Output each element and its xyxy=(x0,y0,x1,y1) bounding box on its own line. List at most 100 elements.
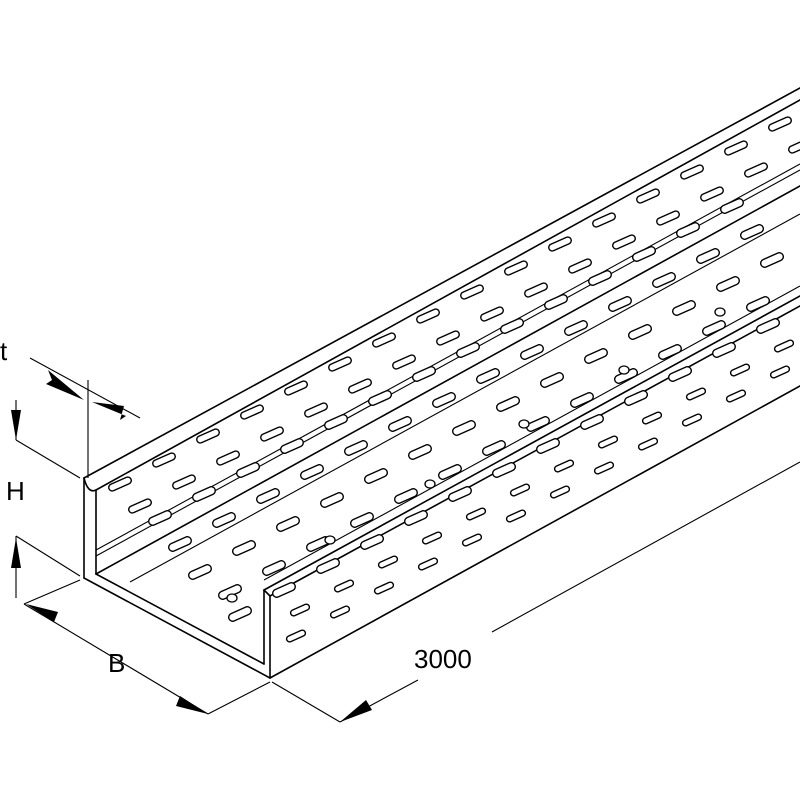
slot xyxy=(509,483,531,497)
dimension-length: 3000 xyxy=(271,461,800,723)
slot xyxy=(525,416,551,432)
slot xyxy=(373,581,395,595)
slot xyxy=(393,488,419,504)
slot xyxy=(285,629,307,643)
slot xyxy=(568,258,592,274)
slot xyxy=(636,188,660,204)
slot xyxy=(739,224,765,240)
slot xyxy=(284,380,308,396)
slot xyxy=(328,356,352,372)
slot xyxy=(695,248,721,264)
round-hole xyxy=(324,535,336,545)
arrow-h-top xyxy=(11,410,21,440)
floor-slots xyxy=(147,198,785,622)
slot xyxy=(593,461,615,475)
round-hole xyxy=(714,307,726,317)
slot xyxy=(411,366,437,382)
slot xyxy=(315,558,341,574)
slot xyxy=(275,516,301,532)
left-wall-slots xyxy=(108,116,800,514)
slot xyxy=(549,485,571,499)
slot xyxy=(519,344,545,360)
slot xyxy=(505,509,527,523)
arrow-b-left xyxy=(26,604,58,622)
slot xyxy=(759,252,785,268)
slot xyxy=(744,162,768,178)
slot xyxy=(211,512,237,528)
round-hole xyxy=(618,365,630,375)
slot xyxy=(348,378,372,394)
slot xyxy=(108,476,132,492)
slot xyxy=(725,389,747,403)
slot xyxy=(447,486,473,502)
slot xyxy=(392,354,416,370)
slot xyxy=(641,411,663,425)
slot xyxy=(700,186,724,202)
thickness-label: t xyxy=(0,336,8,366)
round-hole xyxy=(424,479,436,489)
slot xyxy=(548,236,572,252)
slot xyxy=(167,536,193,552)
slot xyxy=(680,164,704,180)
slot xyxy=(504,260,528,276)
slot xyxy=(681,413,703,427)
slot xyxy=(773,339,795,353)
slot xyxy=(216,450,240,466)
slot xyxy=(667,366,693,382)
round-hole xyxy=(518,419,530,429)
slot xyxy=(377,555,399,569)
slot xyxy=(343,440,369,456)
slot xyxy=(769,365,791,379)
slot xyxy=(623,390,649,406)
slot xyxy=(701,320,727,336)
tray-outline xyxy=(83,87,800,679)
round-hole xyxy=(226,593,238,603)
slot xyxy=(196,428,220,444)
arrow-h-bottom xyxy=(11,538,21,568)
slot xyxy=(261,560,287,576)
slot xyxy=(235,462,261,478)
slot xyxy=(187,564,213,580)
slot xyxy=(431,392,457,408)
slot xyxy=(535,438,561,454)
slot xyxy=(329,605,351,619)
slot xyxy=(724,140,748,156)
slot xyxy=(349,512,375,528)
slot xyxy=(387,416,413,432)
slot xyxy=(656,210,680,226)
slot xyxy=(583,348,609,364)
slot xyxy=(671,300,697,316)
slot xyxy=(191,486,217,502)
slot xyxy=(475,368,501,384)
slot xyxy=(631,246,657,262)
slot xyxy=(715,276,741,292)
slot xyxy=(407,444,433,460)
dimension-h: H xyxy=(6,400,81,598)
slot xyxy=(152,452,176,468)
slot xyxy=(461,533,483,547)
slot xyxy=(289,603,311,617)
slot xyxy=(592,212,616,228)
slot xyxy=(480,306,504,322)
slot xyxy=(417,557,439,571)
dimension-b: B xyxy=(23,579,271,715)
slot xyxy=(436,330,460,346)
slot xyxy=(416,308,440,324)
slot xyxy=(587,270,613,286)
length-label: 3000 xyxy=(414,644,472,674)
slot xyxy=(657,344,683,360)
dimension-t: t xyxy=(0,336,141,478)
slot xyxy=(569,392,595,408)
slot xyxy=(465,507,487,521)
slot xyxy=(729,363,751,377)
slot xyxy=(279,438,305,454)
slot xyxy=(788,138,800,154)
slot xyxy=(359,534,385,550)
slot xyxy=(711,342,737,358)
slot xyxy=(460,284,484,300)
slot xyxy=(363,468,389,484)
slot xyxy=(685,387,707,401)
slot xyxy=(333,579,355,593)
slot xyxy=(745,296,771,312)
